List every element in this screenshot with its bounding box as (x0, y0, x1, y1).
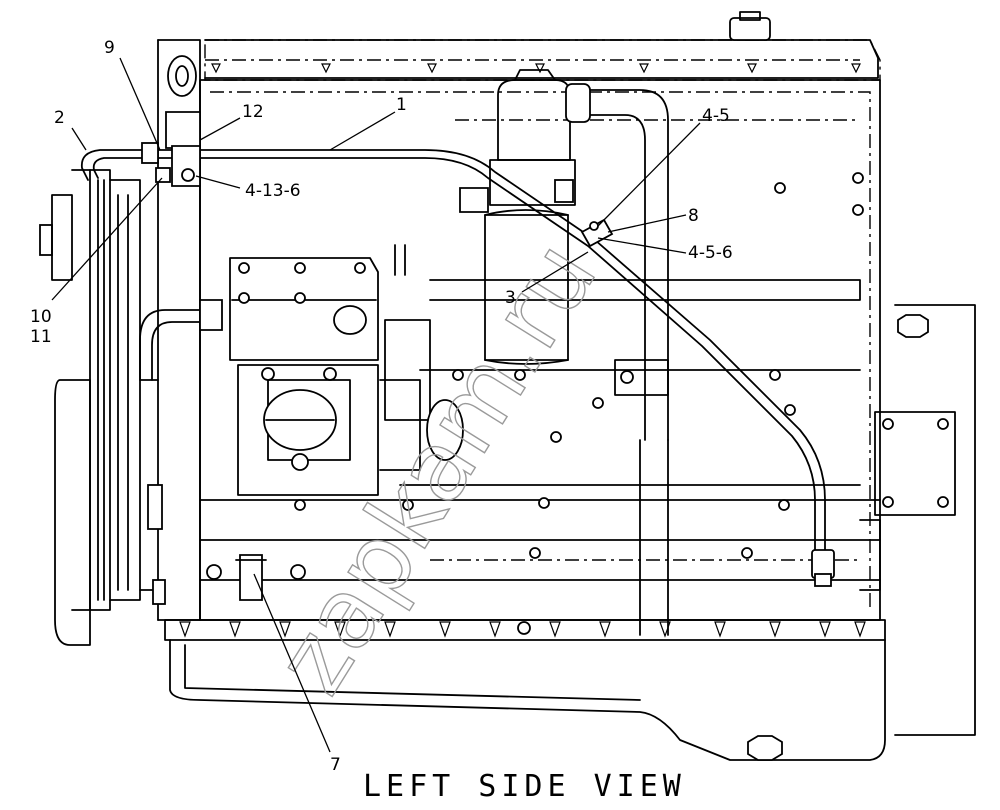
accessory-assembly (139, 244, 464, 496)
callout-8: 8 (688, 206, 699, 226)
callout-2: 2 (54, 108, 65, 128)
callouts: 9 2 12 1 4-13-6 10 11 4-5 8 4-5-6 3 7 (30, 38, 733, 775)
watermark-text: zapkam.ru (255, 223, 619, 713)
callout-4-5: 4-5 (702, 106, 730, 126)
leader-lines (51, 57, 701, 753)
callout-3: 3 (505, 288, 516, 308)
callout-9: 9 (104, 38, 115, 58)
callout-11: 11 (30, 327, 52, 347)
flywheel-housing (859, 304, 976, 736)
fuel-filter (459, 69, 669, 636)
callout-4-13-6: 4-13-6 (245, 181, 301, 201)
callout-12: 12 (242, 102, 264, 122)
front-pulley (39, 39, 201, 646)
callout-10: 10 (30, 307, 52, 327)
callout-7: 7 (330, 755, 341, 775)
callout-4-5-6: 4-5-6 (688, 243, 733, 263)
watermark: zapkam.ru (254, 222, 619, 713)
block-bolts (206, 172, 864, 635)
drain-fitting (235, 554, 267, 601)
oil-line-tube (80, 111, 835, 587)
view-title: LEFT SIDE VIEW (363, 769, 686, 804)
callout-1: 1 (396, 95, 407, 115)
